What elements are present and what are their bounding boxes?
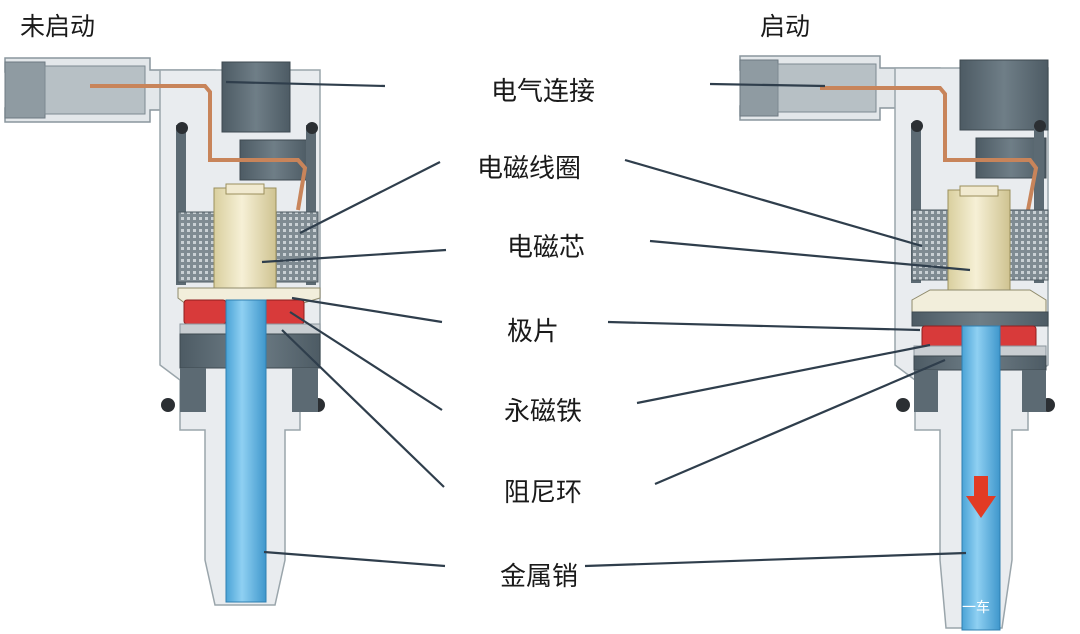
valve-inactive	[4, 57, 325, 606]
label-pole-piece: 极片	[507, 317, 559, 347]
solenoid-core-right	[947, 189, 1011, 291]
title-active: 启动	[760, 12, 810, 41]
label-solenoid-core: 电磁芯	[507, 233, 585, 263]
title-inactive: 未启动	[20, 12, 95, 41]
wire-left	[90, 84, 308, 211]
solenoid-core-left	[213, 187, 277, 289]
watermark: 一车	[962, 599, 990, 616]
label-damping-ring: 阻尼环	[504, 478, 582, 508]
label-metal-pin: 金属销	[500, 562, 578, 592]
permanent-magnet-left-a	[183, 299, 227, 325]
wire-right	[820, 86, 1039, 211]
top-block-left	[221, 61, 291, 133]
label-permanent-magnet: 永磁铁	[504, 397, 582, 427]
pole-piece-right	[911, 289, 1047, 313]
down-arrow-icon	[966, 476, 996, 518]
permanent-magnet-left-b	[261, 299, 305, 325]
metal-pin-left	[225, 299, 267, 603]
label-solenoid-coil: 电磁线圈	[477, 154, 581, 184]
leader-lines	[225, 80, 971, 568]
label-electrical-connection: 电气连接	[491, 77, 595, 107]
valve-active	[739, 55, 1055, 631]
